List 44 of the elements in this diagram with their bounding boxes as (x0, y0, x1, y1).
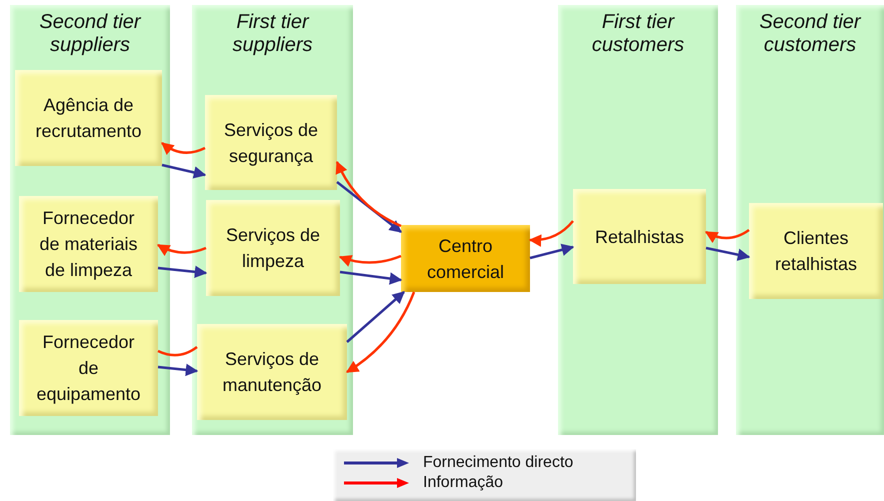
legend-label: Fornecimento directo (423, 454, 574, 472)
process-box (19, 320, 158, 416)
arrow (340, 270, 402, 285)
arrow (158, 266, 208, 278)
arrow (162, 164, 206, 179)
arrow (158, 364, 198, 376)
arrow (336, 160, 402, 228)
box-label: Serviços de manutenção (221, 348, 323, 397)
box-label: Clientes retalhistas (774, 227, 858, 276)
process-box (749, 203, 883, 299)
process-box (19, 196, 158, 292)
box-label: Retalhistas (594, 226, 684, 248)
arrow (346, 291, 405, 343)
process-box (197, 324, 347, 420)
box-label: Fornecedor de equipamento (35, 331, 142, 406)
box-label: Centro comercial (426, 234, 506, 284)
process-box (573, 189, 706, 284)
column-heading: First tier customers (590, 11, 686, 57)
arrow (706, 246, 750, 261)
arrow (704, 228, 750, 243)
column-band (192, 5, 353, 435)
hub-box (401, 225, 530, 292)
column-heading: Second tier customers (758, 11, 862, 57)
column-band (10, 5, 170, 435)
arrow (336, 181, 402, 233)
column-band (558, 5, 718, 435)
arrow (156, 244, 206, 256)
process-box (206, 200, 340, 296)
process-box (15, 70, 162, 166)
process-box (205, 95, 337, 190)
column-heading: First tier suppliers (231, 11, 314, 57)
arrow (346, 292, 416, 374)
connector-line (158, 346, 198, 356)
column-heading: Second tier suppliers (38, 11, 142, 57)
arrow (161, 142, 206, 155)
legend-label: Informação (423, 474, 504, 492)
box-label: Serviços de segurança (222, 118, 320, 168)
column-band (736, 5, 884, 435)
box-label: Fornecedor de materiais de limpeza (38, 207, 139, 282)
arrow (528, 220, 574, 246)
box-label: Serviços de limpeza (224, 224, 322, 273)
arrow (530, 244, 574, 260)
box-label: Agência de recrutamento (34, 94, 143, 143)
arrow (338, 254, 402, 267)
